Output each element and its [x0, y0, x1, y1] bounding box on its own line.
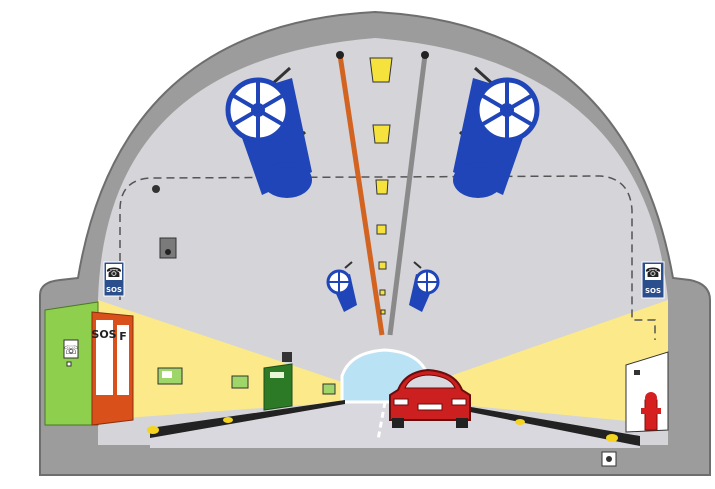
ceiling-light	[379, 262, 386, 269]
kerb-light	[606, 434, 618, 442]
sos-cabinet-label: SOS	[91, 328, 116, 341]
sos-sign-left-label: SOS	[106, 286, 122, 294]
ceiling-light	[373, 125, 390, 143]
ceiling-light	[370, 58, 392, 82]
phone-icon: ☏	[63, 343, 78, 357]
fire-extinguisher-letter: F	[119, 330, 127, 343]
wall-panel	[232, 376, 248, 388]
kerb-light	[515, 419, 525, 425]
sos-sign-left: ☎ SOS	[104, 262, 124, 296]
cctv-camera-icon	[160, 238, 176, 258]
kerb-light	[147, 426, 159, 434]
wall-panel	[323, 384, 335, 394]
sos-cabinet: SOS F	[91, 312, 133, 425]
phone-icon: ☎	[645, 266, 661, 281]
phone-icon: ☎	[106, 266, 122, 281]
sos-sign-right: ☎ SOS	[642, 262, 664, 298]
ceiling-light	[377, 225, 386, 234]
ceiling-light	[376, 180, 388, 194]
sensor-icon	[152, 185, 160, 193]
sos-sign-right-label: SOS	[645, 287, 661, 295]
ceiling-light	[381, 310, 385, 314]
ceiling-light	[380, 290, 385, 295]
kerb-light	[223, 417, 233, 423]
